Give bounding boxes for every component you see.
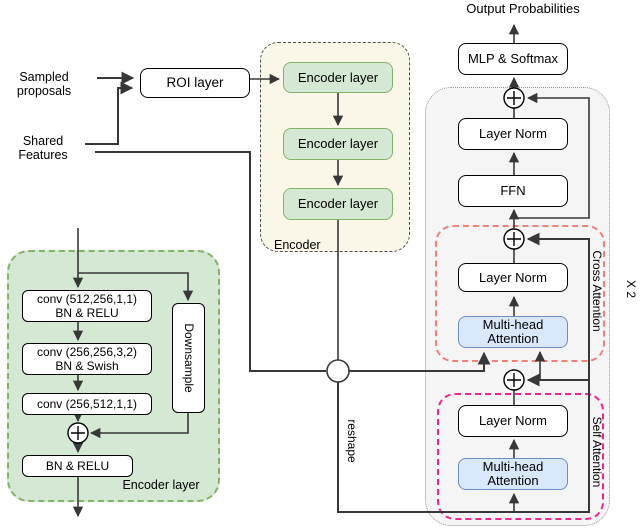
junction-node: [326, 359, 350, 383]
x2-label: X 2: [624, 279, 638, 299]
self-attention-container: [437, 393, 604, 520]
routing-lines: [72, 23, 590, 518]
encoder-layer-box: Encoder layer: [283, 62, 393, 93]
downsample-box: [172, 303, 205, 413]
cross-layer-norm-box: Layer Norm: [458, 263, 568, 292]
conv1-box: conv (512,256,1,1) BN & RELU: [22, 290, 152, 322]
add-circle-icon: [67, 422, 89, 444]
roi-layer-box: ROI layer: [140, 68, 250, 98]
encoder-caption: Encoder: [274, 238, 321, 252]
conv1-line2: BN & RELU: [55, 306, 119, 320]
conv3-box: conv (256,512,1,1): [22, 393, 152, 415]
encoder-layer-box: Encoder layer: [283, 128, 393, 160]
self-mha-box: Multi-head Attention: [458, 458, 568, 490]
cross-attention-container: [435, 225, 605, 362]
bn-relu-box: BN & RELU: [22, 455, 133, 477]
add-circle-icon: [503, 87, 525, 109]
encoder-detail-caption: Encoder layer: [122, 478, 200, 492]
encoder-layer-box: Encoder layer: [283, 188, 393, 220]
reshape-label: reshape: [345, 419, 359, 463]
add-circle-icon: [503, 369, 525, 391]
output-probabilities-label: Output Probabilities: [466, 1, 580, 16]
shared-features-label: Shared Features: [18, 134, 68, 162]
self-attention-caption: Self Attention: [590, 416, 604, 488]
cross-mha-box: Multi-head Attention: [458, 316, 568, 348]
conv2-box: conv (256,256,3,2) BN & Swish: [22, 343, 152, 375]
conv2-line1: conv (256,256,3,2): [36, 345, 138, 359]
sampled-proposals-label: Sampled proposals: [16, 70, 72, 98]
self-layer-norm-box: Layer Norm: [458, 405, 568, 437]
downsample-label: Downsample: [182, 323, 196, 393]
layer-norm-top-box: Layer Norm: [458, 118, 568, 150]
mlp-softmax-box: MLP & Softmax: [458, 43, 568, 75]
conv2-line2: BN & Swish: [55, 359, 119, 373]
cross-attention-caption: Cross Attention: [590, 250, 604, 332]
ffn-box: FFN: [458, 175, 568, 207]
add-circle-icon: [503, 228, 525, 250]
conv1-line1: conv (512,256,1,1): [36, 292, 138, 306]
